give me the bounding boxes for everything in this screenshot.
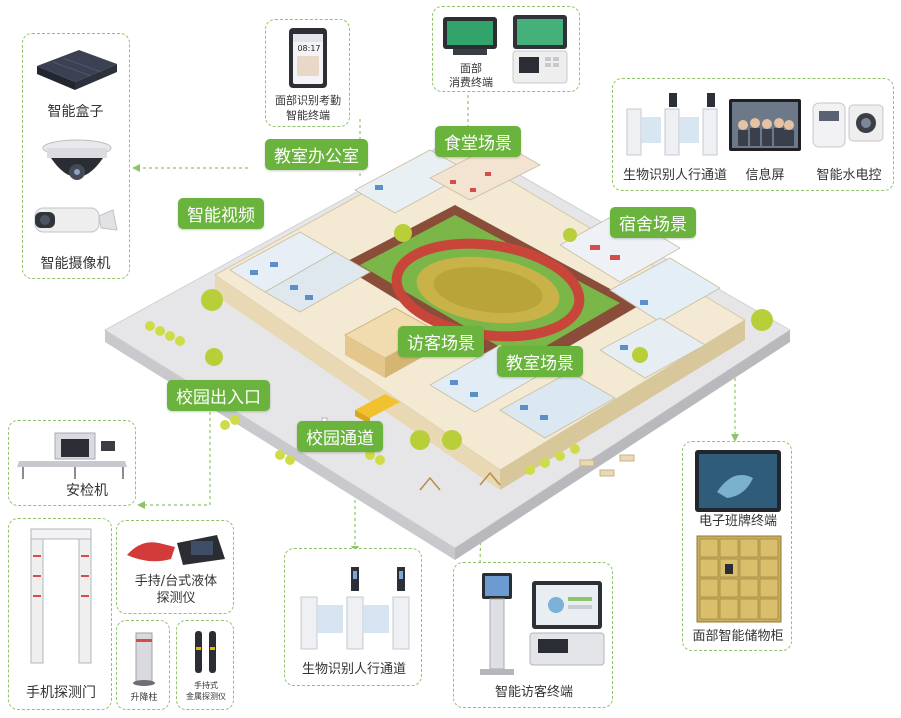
visitor-terminal-label: 智能访客终端 bbox=[494, 685, 573, 700]
panel-face-payment: 面部 消费终端 bbox=[432, 6, 580, 92]
trees bbox=[145, 224, 773, 475]
face-locker-label: 面部智能储物柜 bbox=[692, 629, 784, 644]
face-attendance-label-2: 智能终端 bbox=[286, 109, 330, 122]
panel-visitor-terminal: 智能访客终端 bbox=[453, 562, 613, 708]
face-payment-label-2: 消费终端 bbox=[449, 76, 493, 89]
liquid-detector-icon bbox=[127, 535, 225, 565]
panel-face-attendance: 08:17 面部识别考勤 智能终端 bbox=[265, 19, 350, 127]
tag-classroom: 教室场景 bbox=[497, 346, 583, 377]
tag-classroom-office: 教室办公室 bbox=[265, 139, 368, 170]
tag-visitor: 访客场景 bbox=[398, 326, 484, 357]
panel-video-devices: 智能盒子 智能摄像机 bbox=[22, 33, 130, 279]
bio-gate-top-icon bbox=[626, 93, 718, 156]
school-bus bbox=[355, 394, 400, 418]
dome-camera-icon bbox=[42, 139, 112, 180]
class-board-label: 电子班牌终端 bbox=[698, 514, 777, 529]
face-payment-label-1: 面部 bbox=[460, 62, 482, 75]
bio-gate-bottom-label: 生物识别人行通道 bbox=[301, 662, 406, 677]
bio-gate-top-label: 生物识别人行通道 bbox=[622, 168, 727, 183]
bio-gate-bottom-icon bbox=[300, 567, 410, 650]
walk-detector-icon bbox=[30, 528, 92, 664]
attendance-clock: 08:17 bbox=[297, 44, 321, 53]
walk-detector-label: 手机探测门 bbox=[26, 685, 96, 701]
panel-class-board-locker: 电子班牌终端 面部智能储物柜 bbox=[682, 441, 792, 651]
panel-bollard: 升降柱 bbox=[116, 620, 170, 710]
liquid-detector-label-2: 探测仪 bbox=[156, 591, 196, 606]
panel-dorm-devices: 生物识别人行通道 信息屏 智能水电控 bbox=[612, 78, 894, 191]
bullet-camera-icon bbox=[34, 207, 118, 233]
smart-box-icon bbox=[37, 50, 117, 90]
arrowhead bbox=[132, 164, 140, 172]
face-locker-icon bbox=[696, 535, 782, 623]
info-screen-label: 信息屏 bbox=[745, 168, 785, 183]
tag-smart-video: 智能视频 bbox=[178, 198, 264, 229]
water-power-label: 智能水电控 bbox=[816, 168, 882, 183]
bollard-label: 升降柱 bbox=[130, 693, 158, 703]
smart-box-label: 智能盒子 bbox=[47, 104, 104, 120]
liquid-detector-label-1: 手持/台式液体 bbox=[134, 574, 218, 589]
payment-terminal-a-icon bbox=[443, 17, 497, 55]
tag-campus-passage: 校园通道 bbox=[297, 421, 383, 452]
panel-liquid-detector: 手持/台式液体 探测仪 bbox=[116, 520, 234, 614]
panel-security-machine: 安检机 bbox=[8, 420, 136, 506]
panel-bio-gate-bottom: 生物识别人行通道 bbox=[284, 548, 422, 686]
visitor-kiosk-icon bbox=[480, 573, 514, 675]
handheld-metal-label-2: 金属探测仪 bbox=[186, 692, 226, 701]
security-machine-label: 安检机 bbox=[66, 483, 108, 499]
panel-walk-detector: 手机探测门 bbox=[8, 518, 112, 710]
handheld-metal-label-1: 手持式 bbox=[194, 681, 218, 690]
class-board-icon bbox=[695, 450, 781, 512]
handheld-metal-icon bbox=[195, 631, 216, 673]
tag-canteen: 食堂场景 bbox=[435, 126, 521, 157]
tag-campus-entrance: 校园出入口 bbox=[167, 380, 270, 411]
visitor-desk-terminal-icon bbox=[529, 581, 605, 666]
smart-camera-label: 智能摄像机 bbox=[40, 256, 111, 272]
security-machine-icon bbox=[17, 432, 127, 479]
water-power-icon bbox=[812, 102, 884, 148]
attendance-terminal-icon bbox=[289, 28, 327, 88]
bollard-icon bbox=[133, 632, 155, 686]
tag-dormitory: 宿舍场景 bbox=[610, 207, 696, 238]
payment-terminal-b-icon bbox=[512, 15, 568, 84]
panel-handheld-metal: 手持式 金属探测仪 bbox=[176, 620, 234, 710]
face-attendance-label-1: 面部识别考勤 bbox=[275, 94, 341, 107]
info-screen-icon bbox=[729, 99, 801, 151]
